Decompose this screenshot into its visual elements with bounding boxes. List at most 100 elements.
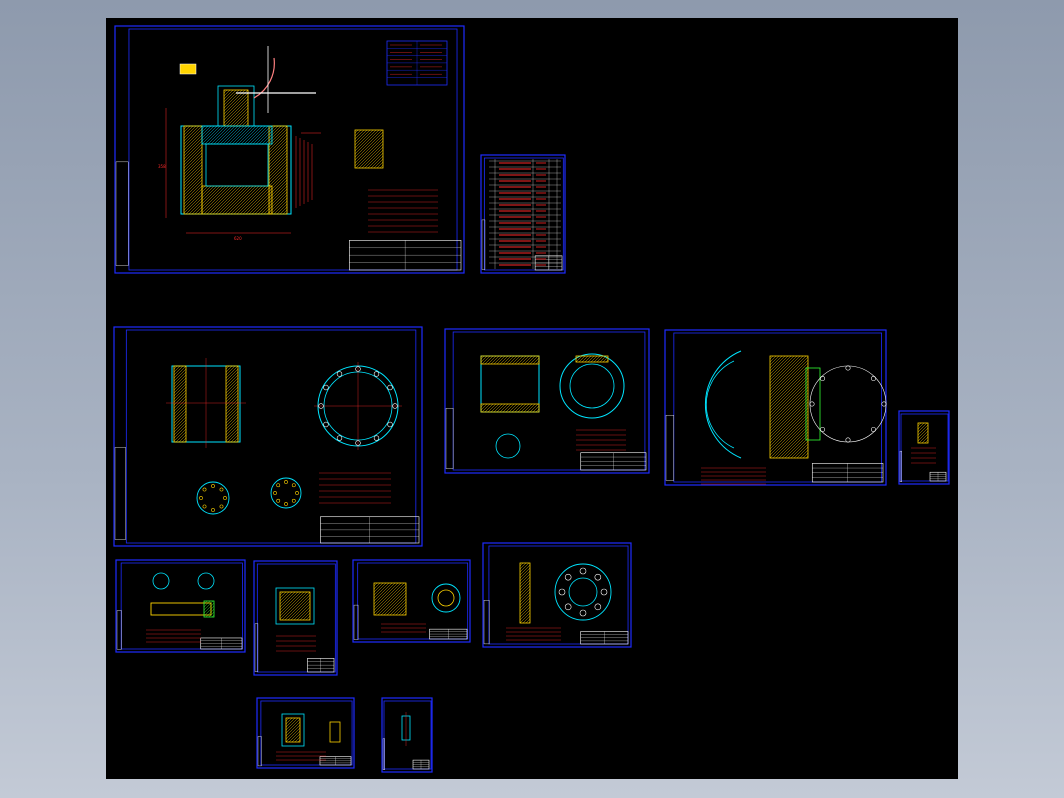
hatch-line bbox=[225, 398, 239, 412]
sheet-border bbox=[253, 560, 338, 676]
hatch-line bbox=[769, 398, 809, 438]
hatch-line bbox=[505, 403, 515, 413]
hatch-line bbox=[173, 374, 187, 388]
hatch-line bbox=[285, 721, 301, 737]
sheet-border bbox=[898, 410, 950, 485]
hatch-line bbox=[769, 404, 809, 444]
hatch-line bbox=[185, 197, 203, 215]
hatch-line bbox=[225, 413, 239, 427]
hatch-line bbox=[355, 140, 384, 169]
hatch-line bbox=[593, 355, 601, 363]
hatch-line bbox=[183, 173, 203, 193]
bore bbox=[205, 143, 269, 187]
hatch-line bbox=[173, 365, 187, 379]
hatch-line bbox=[178, 434, 187, 443]
hatch-line bbox=[236, 185, 266, 215]
hatch-line bbox=[230, 434, 239, 443]
hatch-line bbox=[183, 125, 197, 139]
drawing-sheet-parts-list[interactable] bbox=[480, 154, 566, 274]
hatch-line bbox=[285, 212, 288, 215]
hatch-line bbox=[395, 604, 407, 616]
drawing-sheet-small-part-b[interactable] bbox=[381, 697, 433, 773]
hatch-line bbox=[273, 200, 288, 215]
drawing-sheet-ball[interactable] bbox=[444, 328, 650, 474]
margin-strip bbox=[445, 408, 454, 469]
hatch-line bbox=[514, 355, 524, 365]
hatch-line bbox=[308, 618, 311, 621]
drawing-sheet-body[interactable] bbox=[113, 326, 423, 547]
bolt-hole bbox=[276, 483, 281, 488]
hatch-line bbox=[225, 401, 239, 415]
hatch-line bbox=[216, 125, 236, 145]
hatch-line bbox=[354, 129, 371, 146]
hatch-line bbox=[232, 110, 249, 127]
hatch-line bbox=[203, 600, 214, 611]
hatch-line bbox=[279, 591, 290, 602]
hatch-line bbox=[519, 603, 531, 615]
hatch-line bbox=[769, 410, 809, 450]
hatch-line bbox=[370, 155, 384, 169]
hatch-line bbox=[201, 125, 215, 139]
hatch-line bbox=[605, 359, 609, 363]
drawing-sheet-flange-plate[interactable] bbox=[482, 542, 632, 648]
margin-strip bbox=[114, 447, 126, 540]
hatch-line bbox=[769, 355, 783, 369]
hatch-line bbox=[201, 185, 218, 202]
hatch-line bbox=[499, 403, 509, 413]
hatch-line bbox=[584, 355, 592, 363]
hatch-line bbox=[502, 355, 512, 365]
drawing-sheet-cover[interactable] bbox=[664, 329, 887, 486]
bolt-hole bbox=[199, 496, 203, 500]
hatch-line bbox=[173, 398, 187, 412]
hatch-line bbox=[279, 206, 288, 215]
hatch-line bbox=[282, 209, 288, 215]
hatch-line bbox=[228, 125, 248, 145]
hatch-line bbox=[252, 125, 272, 145]
margin-strip bbox=[665, 415, 674, 481]
drawing-sheet-seat[interactable] bbox=[352, 559, 471, 643]
handwheel-arc bbox=[253, 57, 275, 99]
hatch-line bbox=[511, 403, 521, 413]
hatch-line bbox=[173, 377, 187, 391]
hatch-line bbox=[225, 422, 239, 436]
cover-arc bbox=[704, 350, 742, 459]
hatch-line bbox=[212, 185, 242, 215]
hatch-line bbox=[183, 140, 203, 160]
hatch-line bbox=[354, 129, 380, 155]
hatch-line bbox=[917, 427, 929, 439]
hatched-section bbox=[917, 422, 929, 444]
hatch-line bbox=[197, 209, 203, 215]
hatch-line bbox=[201, 185, 227, 211]
margin-strip bbox=[899, 450, 902, 483]
hatch-line bbox=[223, 95, 249, 121]
hatch-line bbox=[294, 736, 301, 743]
hatch-line bbox=[173, 422, 187, 436]
hatch-line bbox=[380, 589, 407, 616]
hatch-line bbox=[404, 613, 407, 616]
hatch-line bbox=[173, 380, 187, 394]
hatch-line bbox=[377, 586, 407, 616]
bolt-hole bbox=[219, 504, 224, 509]
hatch-line bbox=[769, 355, 777, 363]
drawing-sheet-small-part-a[interactable] bbox=[898, 410, 950, 485]
drawing-sheet-bushing[interactable] bbox=[256, 697, 355, 769]
hatch-line bbox=[205, 608, 215, 618]
drawing-sheet-stem[interactable] bbox=[115, 559, 246, 653]
hatch-line bbox=[769, 386, 809, 426]
hatch-line bbox=[279, 591, 299, 611]
drawing-sheet-gland[interactable] bbox=[253, 560, 338, 676]
hatch-line bbox=[354, 129, 377, 152]
hatch-line bbox=[268, 164, 288, 184]
hatch-line bbox=[535, 408, 540, 413]
hatch-line bbox=[183, 131, 203, 151]
hatch-line bbox=[225, 365, 233, 373]
hatch-line bbox=[279, 591, 296, 608]
hatch-line bbox=[769, 419, 809, 459]
bolt-hole bbox=[223, 496, 227, 500]
hatch-line bbox=[769, 392, 809, 432]
hatch-line bbox=[225, 377, 239, 391]
hatch-line bbox=[519, 579, 531, 591]
sheet-inner-border bbox=[673, 332, 882, 483]
